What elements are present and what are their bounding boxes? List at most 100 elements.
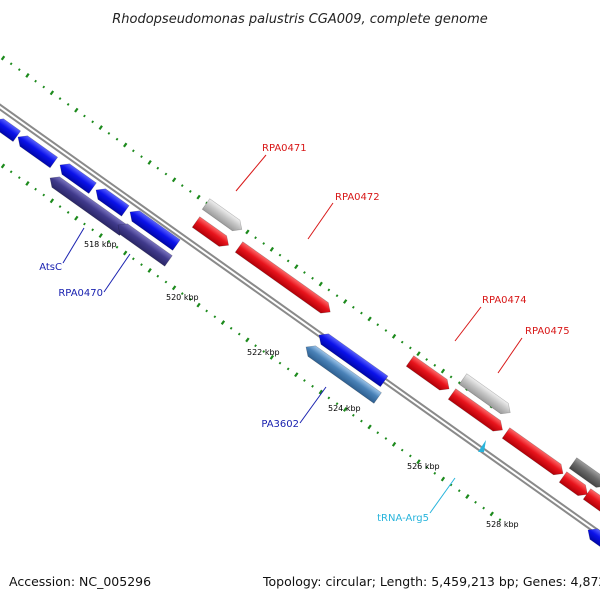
tick-mark (0, 55, 6, 61)
tick-mark (425, 358, 429, 361)
tick-mark (164, 280, 168, 284)
tick-mark (449, 483, 453, 487)
gene-arrow-pa3602[interactable] (302, 342, 382, 404)
gene-arrow-forward-2[interactable] (447, 388, 506, 436)
tick-mark (0, 163, 6, 169)
gene-label-rpa0474[interactable]: RPA0474 (482, 295, 527, 306)
genome-backbone (0, 103, 600, 538)
tick-mark (489, 511, 494, 517)
tick-mark (498, 518, 502, 522)
tick-label-522: 522 kbp (247, 348, 280, 357)
tick-mark (376, 323, 380, 327)
gene-arrow-rpa0470[interactable] (46, 173, 128, 236)
gene-arrow-reverse-1[interactable] (0, 115, 21, 142)
gene-arrow-rpa0475[interactable] (458, 373, 514, 418)
trna-marker-icon[interactable] (478, 440, 486, 452)
tick-mark (335, 294, 339, 298)
gene-arrow-forward-5[interactable] (582, 488, 600, 517)
gene-label-rpa0472[interactable]: RPA0472 (335, 192, 380, 203)
tick-mark (342, 407, 348, 412)
gene-arrow-dark-1[interactable] (568, 457, 600, 492)
gene-label-pa3602[interactable]: PA3602 (261, 419, 299, 430)
tick-mark (286, 367, 290, 371)
tick-mark (245, 337, 250, 343)
accession-label: Accession: NC_005296 (9, 574, 151, 589)
tick-mark (391, 441, 397, 447)
tick-mark (327, 396, 331, 400)
tick-mark (123, 142, 128, 148)
tick-mark (269, 354, 275, 360)
tick-mark (17, 176, 21, 179)
gene-arrow-forward-4[interactable] (558, 471, 591, 500)
tick-mark (123, 250, 128, 256)
tick-mark (311, 276, 314, 280)
tick-mark (254, 236, 257, 240)
tick-mark (311, 384, 314, 388)
gene-arrow-reverse-3[interactable] (56, 160, 97, 194)
tick-mark (318, 389, 323, 395)
tick-mark (205, 201, 209, 205)
tick-mark (457, 381, 461, 385)
tick-mark (433, 471, 437, 475)
tick-mark (17, 68, 21, 71)
tick-mark (440, 476, 446, 482)
tick-mark (384, 329, 388, 332)
gene-label-atsc[interactable]: AtsC (39, 262, 62, 273)
map-title: Rhodopseudomonas palustris CGA009, compl… (112, 12, 488, 27)
gene-arrow-forward-1[interactable] (191, 216, 232, 251)
tick-mark (367, 424, 372, 430)
tick-mark (360, 419, 363, 423)
gene-label-rpa0471[interactable]: RPA0471 (262, 143, 307, 154)
tick-mark (66, 102, 70, 106)
gene-arrow-rpa0472[interactable] (234, 241, 334, 318)
tick-mark (262, 350, 266, 353)
gene-arrow-reverse-4[interactable] (92, 185, 130, 217)
gene-label-rpa0475[interactable]: RPA0475 (525, 326, 570, 337)
tick-mark (58, 97, 62, 101)
tick-mark (303, 379, 306, 382)
tick-mark (131, 257, 135, 261)
tick-mark (294, 372, 299, 378)
tick-mark (156, 274, 160, 278)
tick-mark (457, 489, 461, 493)
tick-mark (9, 62, 13, 66)
gene-arrow-rpa0474[interactable] (405, 355, 453, 394)
tick-mark (180, 184, 184, 188)
tick-mark (115, 245, 119, 249)
tick-mark (25, 72, 30, 78)
gene-arrow-reverse-6[interactable] (584, 525, 600, 554)
tick-mark (107, 132, 111, 135)
gene-arrow-reverse-5[interactable] (315, 330, 389, 388)
tick-mark (147, 267, 152, 273)
tick-mark (25, 180, 30, 186)
tick-mark (196, 194, 201, 200)
tick-mark (34, 79, 37, 83)
gene-label-rpa0470[interactable]: RPA0470 (58, 288, 103, 299)
tick-mark (42, 85, 46, 89)
gene-arrow-forward-3[interactable] (501, 427, 567, 479)
gene-label-trna-arg5[interactable]: tRNA-Arg5 (377, 513, 429, 524)
tick-mark (474, 500, 477, 504)
gene-arrow-rpa0470-b[interactable] (114, 220, 173, 267)
tick-mark (416, 351, 421, 357)
tick-mark (433, 363, 437, 367)
gene-arrow-atsc[interactable] (126, 207, 181, 251)
tick-mark (91, 228, 95, 232)
tick-mark (9, 170, 13, 174)
gene-arrow-reverse-2[interactable] (14, 132, 59, 169)
tick-mark (335, 402, 339, 406)
tick-mark (342, 299, 348, 304)
tick-mark (171, 177, 177, 183)
tick-mark (400, 448, 404, 452)
gene-arrow-rpa0471[interactable] (201, 198, 245, 235)
tick-mark (115, 137, 119, 141)
tick-mark (83, 222, 86, 226)
tick-label-528: 528 kbp (486, 520, 519, 529)
tick-mark (376, 431, 380, 435)
tick-mark (229, 326, 233, 330)
tick-mark (131, 149, 135, 153)
tick-mark (440, 368, 446, 374)
tick-label-518: 518 kbp (84, 240, 117, 249)
tick-mark (425, 466, 429, 469)
